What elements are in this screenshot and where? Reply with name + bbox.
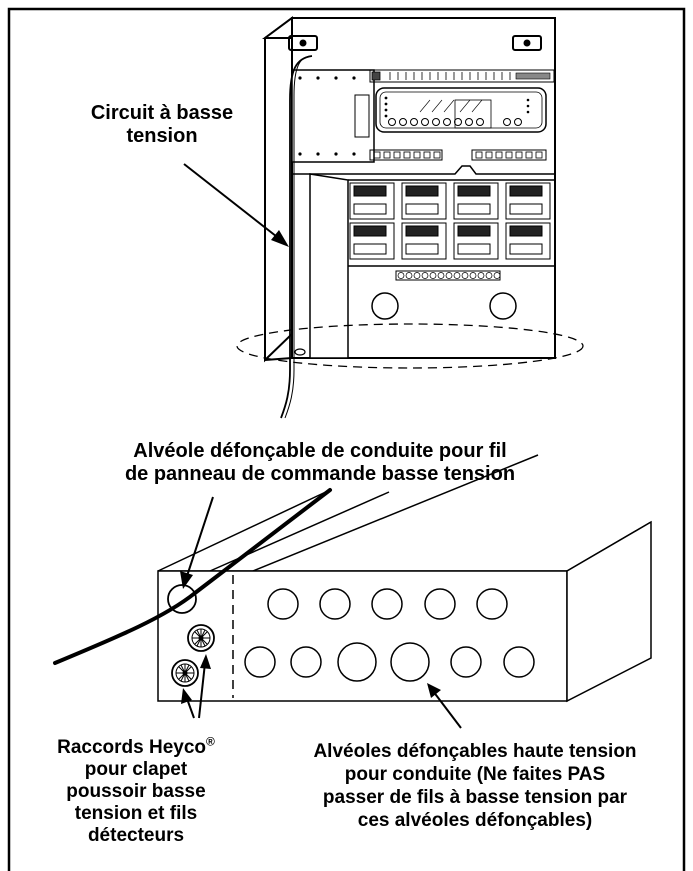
label-low-voltage-circuit: Circuit à basse tension: [90, 102, 234, 147]
bottom-highlight-ellipse: [236, 323, 584, 369]
arrow-low-voltage-knockout: [180, 496, 214, 589]
cabinet-knockout-right: [489, 292, 517, 320]
mounting-tab-right: [512, 35, 542, 51]
bottom-panel-face: [157, 570, 568, 702]
wire-into-knockout: [53, 488, 332, 665]
heyco-fitting-bottom: [171, 659, 199, 687]
control-faceplate: [375, 87, 547, 133]
low-voltage-wire: [280, 55, 313, 419]
station-modules: [349, 182, 551, 260]
arrows-heyco-fittings: [181, 654, 211, 719]
mounting-tab-left: [288, 35, 318, 51]
cabinet-knockout-left: [371, 292, 399, 320]
arrow-low-voltage-circuit: [183, 163, 289, 247]
figure-border: [7, 7, 686, 871]
cabinet-bottom-closeup: [157, 454, 652, 703]
label-low-voltage-knockout: Alvéole défonçable de conduite pour fil …: [124, 440, 516, 485]
cabinet-inner-left: [309, 173, 349, 359]
heyco-fitting-top: [187, 624, 215, 652]
low-voltage-knockout: [167, 584, 197, 614]
controller-cabinet: [261, 16, 556, 363]
high-voltage-knockouts: [244, 588, 535, 682]
cabinet-left-side: [264, 16, 293, 363]
label-high-voltage-knockouts: Alvéoles défonçables haute tension pour …: [313, 741, 637, 831]
arrow-high-voltage-knockout: [427, 683, 462, 729]
label-heyco-fittings: Raccords Heyco® pour clapet poussoir bas…: [57, 734, 215, 846]
